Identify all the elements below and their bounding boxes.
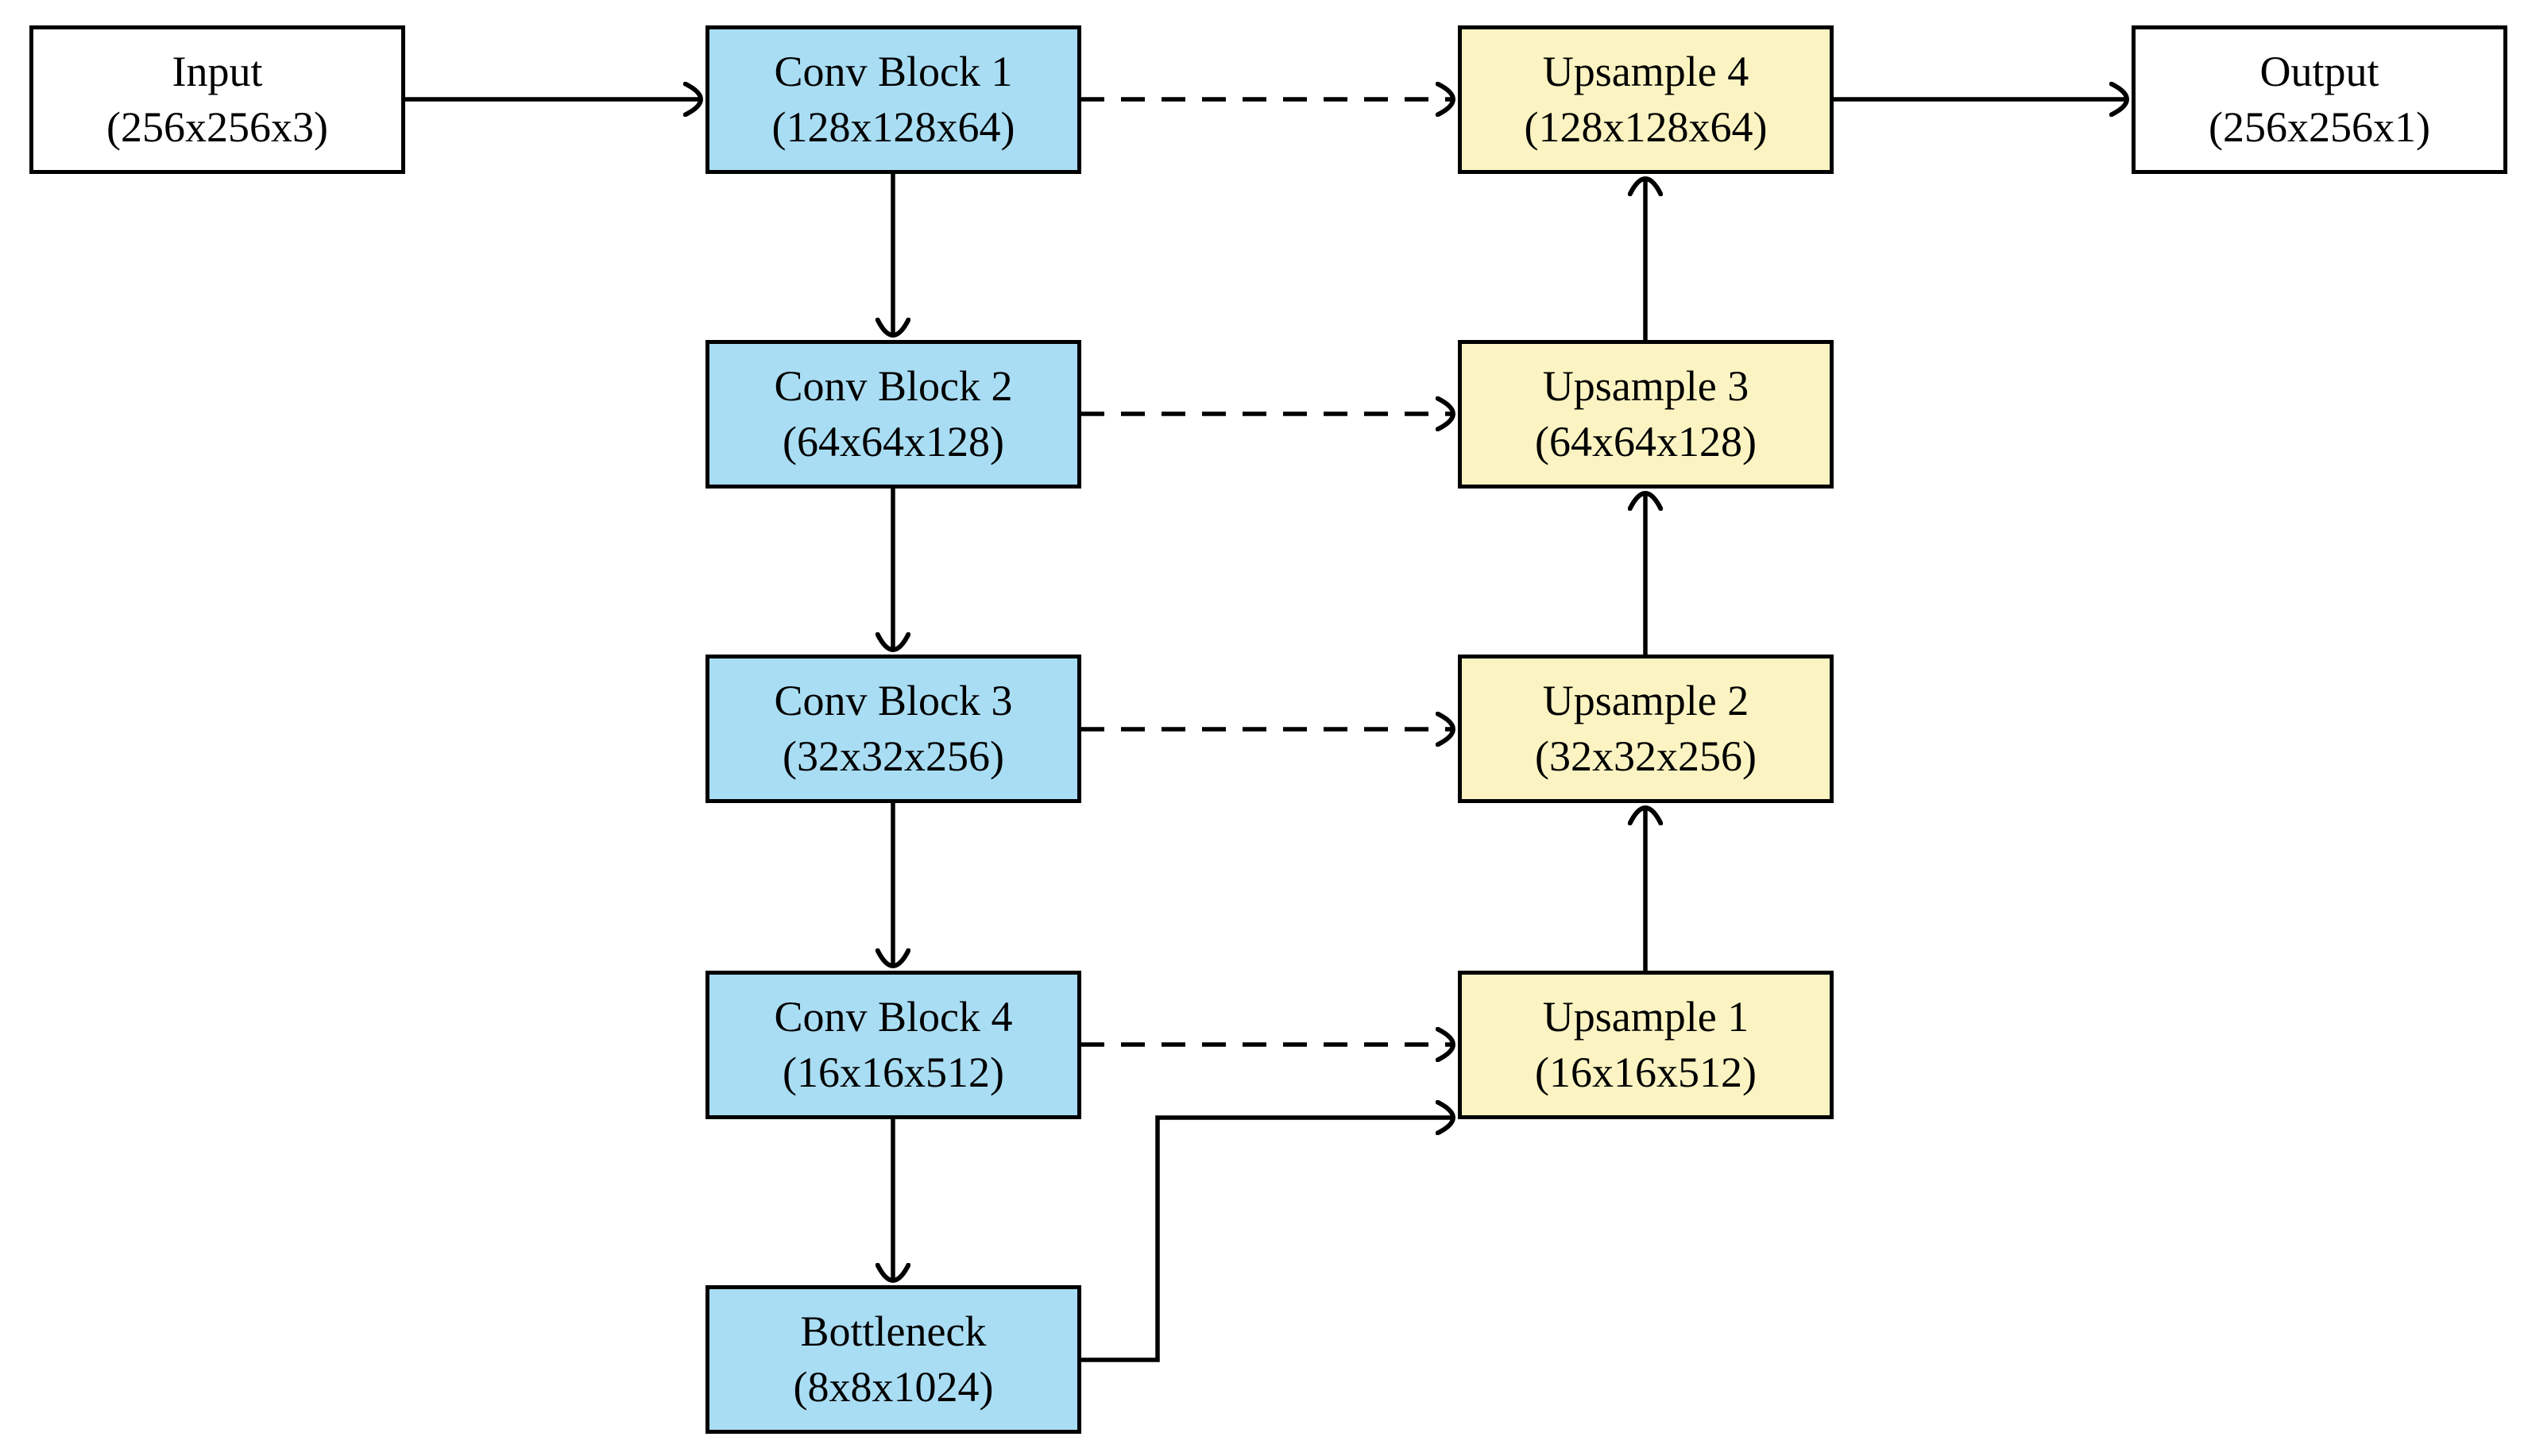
node-bottleneck: Bottleneck (8x8x1024) bbox=[705, 1285, 1081, 1434]
node-label: Conv Block 1 bbox=[774, 48, 1013, 96]
node-label: Upsample 1 bbox=[1542, 993, 1749, 1041]
node-upsample-3: Upsample 3 (64x64x128) bbox=[1458, 340, 1834, 489]
node-dims: (16x16x512) bbox=[783, 1048, 1004, 1096]
node-label: Conv Block 3 bbox=[774, 677, 1013, 725]
node-label: Upsample 2 bbox=[1542, 677, 1749, 725]
node-label: Upsample 3 bbox=[1542, 362, 1749, 411]
node-label: Upsample 4 bbox=[1542, 48, 1749, 96]
node-output: Output (256x256x1) bbox=[2132, 25, 2507, 174]
node-dims: (256x256x3) bbox=[106, 102, 328, 151]
node-label: Output bbox=[2259, 48, 2379, 96]
node-dims: (16x16x512) bbox=[1535, 1048, 1757, 1096]
node-label: Bottleneck bbox=[800, 1307, 987, 1356]
node-input: Input (256x256x3) bbox=[29, 25, 405, 174]
node-dims: (32x32x256) bbox=[783, 732, 1004, 780]
node-dims: (64x64x128) bbox=[1535, 417, 1757, 465]
node-conv-block-4: Conv Block 4 (16x16x512) bbox=[705, 971, 1081, 1119]
node-conv-block-1: Conv Block 1 (128x128x64) bbox=[705, 25, 1081, 174]
node-dims: (64x64x128) bbox=[783, 417, 1004, 465]
node-dims: (256x256x1) bbox=[2209, 102, 2430, 151]
node-dims: (32x32x256) bbox=[1535, 732, 1757, 780]
node-label: Conv Block 2 bbox=[774, 362, 1013, 411]
node-label: Conv Block 4 bbox=[774, 993, 1013, 1041]
node-upsample-4: Upsample 4 (128x128x64) bbox=[1458, 25, 1834, 174]
node-conv-block-2: Conv Block 2 (64x64x128) bbox=[705, 340, 1081, 489]
node-upsample-1: Upsample 1 (16x16x512) bbox=[1458, 971, 1834, 1119]
edge-bottleneck-to-up1 bbox=[1080, 1118, 1453, 1362]
node-conv-block-3: Conv Block 3 (32x32x256) bbox=[705, 655, 1081, 803]
node-dims: (128x128x64) bbox=[771, 102, 1015, 151]
node-dims: (8x8x1024) bbox=[793, 1362, 994, 1411]
node-dims: (128x128x64) bbox=[1524, 102, 1768, 151]
node-upsample-2: Upsample 2 (32x32x256) bbox=[1458, 655, 1834, 803]
node-label: Input bbox=[172, 48, 263, 96]
